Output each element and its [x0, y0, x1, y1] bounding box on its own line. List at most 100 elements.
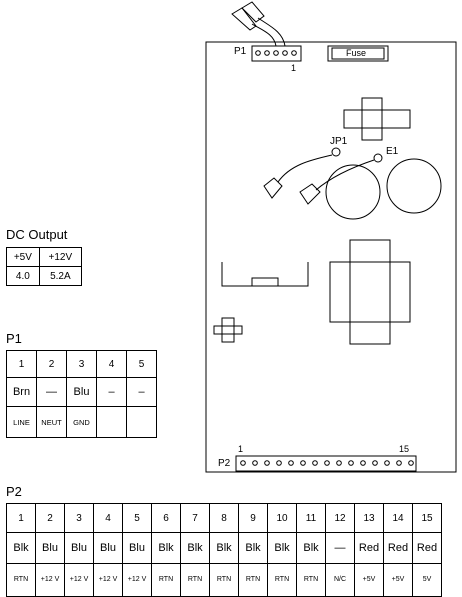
heatsink-bracket: [221, 262, 309, 287]
dc-value-12v: 5.2A: [38, 266, 83, 286]
p1-connector-pins: [255, 50, 297, 56]
p2-pin-cell: 13: [354, 503, 384, 533]
p2-pin-cell: 2: [35, 503, 65, 533]
p1-wire-color-cell: –: [96, 377, 127, 407]
p1-wire-color-cell: –: [126, 377, 157, 407]
dc-header-12v: +12V: [38, 247, 83, 267]
top-plug-left: [231, 7, 257, 31]
p2-signal-cell: RTN: [6, 563, 36, 597]
p1-pin-cell: 2: [36, 350, 67, 378]
p2-wire-color-cell: Blu: [64, 532, 94, 564]
p2-pin-cell: 14: [383, 503, 413, 533]
p1-pin-cell: 5: [126, 350, 157, 378]
p1-wire-color-row: Brn—Blu––: [6, 377, 157, 407]
p1-wire-color-cell: Blu: [66, 377, 97, 407]
p2-pin-cell: 6: [151, 503, 181, 533]
p1-connector: [251, 45, 302, 62]
p2-wire-color-cell: Red: [383, 532, 413, 564]
p1-signal-cell: NEUT: [36, 406, 67, 438]
p1-signal-cell: [126, 406, 157, 438]
p2-wire-color-cell: Blk: [267, 532, 297, 564]
p2-wire-color-cell: Blu: [35, 532, 65, 564]
small-component: [213, 325, 243, 335]
p2-signal-cell: RTN: [209, 563, 239, 597]
fuse: [327, 45, 389, 62]
jp1-label: JP1: [330, 136, 348, 147]
p2-signal-cell: +12 V: [93, 563, 123, 597]
p2-signal-cell: +12 V: [35, 563, 65, 597]
dc-header-5v: +5V: [6, 247, 40, 267]
p1-pin-cell: 1: [6, 350, 37, 378]
p2-wire-color-cell: Blk: [6, 532, 36, 564]
p2-signal-cell: 5V: [412, 563, 442, 597]
p2-signal-cell: RTN: [151, 563, 181, 597]
p2-pin-cell: 11: [296, 503, 326, 533]
p2-pin15-label: 15: [399, 444, 410, 454]
p2-pin-cell: 12: [325, 503, 355, 533]
p2-signal-cell: N/C: [325, 563, 355, 597]
p2-board-label: P2: [218, 458, 231, 469]
e1-plug: [299, 183, 321, 205]
p1-pin-cell: 4: [96, 350, 127, 378]
p2-wire-color-cell: Blk: [296, 532, 326, 564]
heatsink-component: [251, 277, 279, 287]
p2-table-title: P2: [6, 484, 22, 499]
p2-pin-cell: 15: [412, 503, 442, 533]
e1-label: E1: [386, 146, 399, 157]
p1-signal-cell: LINE: [6, 406, 37, 438]
p2-pin-cell: 3: [64, 503, 94, 533]
p2-wire-color-cell: Blk: [151, 532, 181, 564]
p2-connector-pins: [240, 460, 414, 466]
p2-pin-cell: 1: [6, 503, 36, 533]
p2-pin-cell: 4: [93, 503, 123, 533]
top-plug-right: [241, 1, 265, 23]
p2-wire-color-cell: Blk: [238, 532, 268, 564]
p2-wire-color-cell: Red: [412, 532, 442, 564]
p2-signal-cell: RTN: [267, 563, 297, 597]
p1-signal-cell: GND: [66, 406, 97, 438]
p2-signal-cell: RTN: [180, 563, 210, 597]
p2-wire-color-cell: Blu: [122, 532, 152, 564]
p2-connector: [235, 455, 417, 472]
dc-value-5v: 4.0: [6, 266, 40, 286]
p2-signal-cell: RTN: [296, 563, 326, 597]
capacitor-right: [386, 158, 442, 214]
fuse-label: Fuse: [346, 48, 367, 58]
jp1-pin: [331, 147, 341, 157]
p2-pin-cell: 7: [180, 503, 210, 533]
p1-cable: [251, 17, 286, 47]
p1-board-label: P1: [234, 46, 247, 57]
p2-pin-cell: 8: [209, 503, 239, 533]
p2-signal-cell: RTN: [238, 563, 268, 597]
p2-wire-color-cell: Blk: [180, 532, 210, 564]
board-outline: [205, 41, 457, 473]
p2-wire-color-cell: Blu: [93, 532, 123, 564]
p2-pin-cell: 10: [267, 503, 297, 533]
jp1-cable: [277, 154, 333, 183]
dc-output-title: DC Output: [6, 227, 68, 242]
p1-table-title: P1: [6, 331, 22, 346]
p1-wire-color-cell: —: [36, 377, 67, 407]
jp1-plug: [263, 177, 283, 199]
small-transformer: [343, 109, 411, 129]
large-transformer: [329, 261, 411, 323]
p1-pin1-label: 1: [291, 63, 297, 73]
p2-signal-cell: +5V: [383, 563, 413, 597]
p1-signal-cell: [96, 406, 127, 438]
dc-output-table: +5V +12V 4.0 5.2A: [6, 247, 83, 286]
p2-signal-cell: +12 V: [122, 563, 152, 597]
p2-pin-cell: 9: [238, 503, 268, 533]
e1-pin: [373, 153, 383, 163]
p2-wire-color-cell: Blk: [209, 532, 239, 564]
p1-pin-cell: 3: [66, 350, 97, 378]
capacitor-left: [325, 164, 381, 220]
p2-pin-cell: 5: [122, 503, 152, 533]
